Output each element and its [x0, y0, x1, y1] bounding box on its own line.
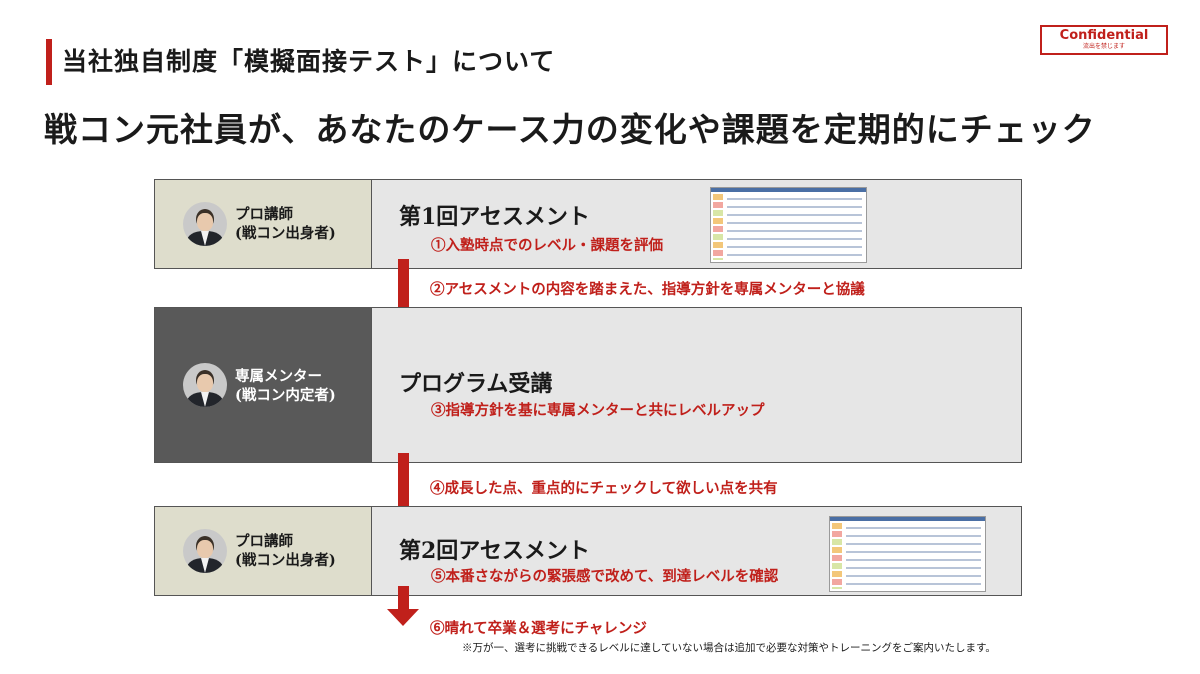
step-3-role-line2: (戦コン出身者)	[235, 552, 336, 569]
step-2-heading: プログラム受講	[399, 371, 553, 397]
instructor-avatar-icon	[183, 529, 227, 573]
transition-4: ④成長した点、重点的にチェックして欲しい点を共有	[430, 480, 778, 497]
footnote: ※万が一、選考に挑戦できるレベルに達していない場合は追加で必要な対策やトレーニン…	[462, 642, 996, 654]
step-1-detail: ①入塾時点でのレベル・課題を評価	[431, 237, 663, 254]
confidential-label: Confidential	[1059, 28, 1149, 43]
step-1-heading: 第1回アセスメント	[399, 204, 590, 230]
step-3-box: プロ講師 (戦コン出身者) 第2回アセスメント ⑤本番さながらの緊張感で改めて、…	[154, 506, 1022, 596]
step-2-role-line2: (戦コン内定者)	[235, 387, 336, 404]
step-3-role-line1: プロ講師	[235, 533, 293, 550]
transition-6: ⑥晴れて卒業＆選考にチャレンジ	[430, 620, 647, 637]
mentor-avatar-icon	[183, 363, 227, 407]
step-2-role: 専属メンター (戦コン内定者)	[235, 367, 336, 405]
step-2-box: 専属メンター (戦コン内定者) プログラム受講 ③指導方針を基に専属メンターと共…	[154, 307, 1022, 463]
title-accent-bar	[46, 39, 52, 85]
step-3-role: プロ講師 (戦コン出身者)	[235, 532, 336, 570]
step-1-role: プロ講師 (戦コン出身者)	[235, 205, 336, 243]
assessment-sheet-thumbnail	[710, 187, 867, 263]
confidential-badge: Confidential 流出を禁じます	[1040, 25, 1168, 55]
page-title: 当社独自制度「模擬面接テスト」について	[62, 47, 556, 76]
confidential-sublabel: 流出を禁じます	[1082, 43, 1125, 50]
step-3-heading: 第2回アセスメント	[399, 538, 590, 564]
transition-2: ②アセスメントの内容を踏まえた、指導方針を専属メンターと協議	[430, 281, 865, 298]
step-1-role-line1: プロ講師	[235, 206, 293, 223]
step-1-role-line2: (戦コン出身者)	[235, 225, 336, 242]
step-2-role-line1: 専属メンター	[235, 368, 322, 385]
step-1-box: プロ講師 (戦コン出身者) 第1回アセスメント ①入塾時点でのレベル・課題を評価	[154, 179, 1022, 269]
assessment-sheet-thumbnail	[829, 516, 986, 592]
step-1-role-panel: プロ講師 (戦コン出身者)	[155, 180, 372, 268]
instructor-avatar-icon	[183, 202, 227, 246]
step-3-role-panel: プロ講師 (戦コン出身者)	[155, 507, 372, 595]
step-2-role-panel: 専属メンター (戦コン内定者)	[155, 308, 372, 462]
step-2-detail: ③指導方針を基に専属メンターと共にレベルアップ	[431, 402, 765, 419]
step-3-detail: ⑤本番さながらの緊張感で改めて、到達レベルを確認	[431, 568, 779, 585]
page-headline: 戦コン元社員が、あなたのケース力の変化や課題を定期的にチェック	[44, 110, 1096, 149]
